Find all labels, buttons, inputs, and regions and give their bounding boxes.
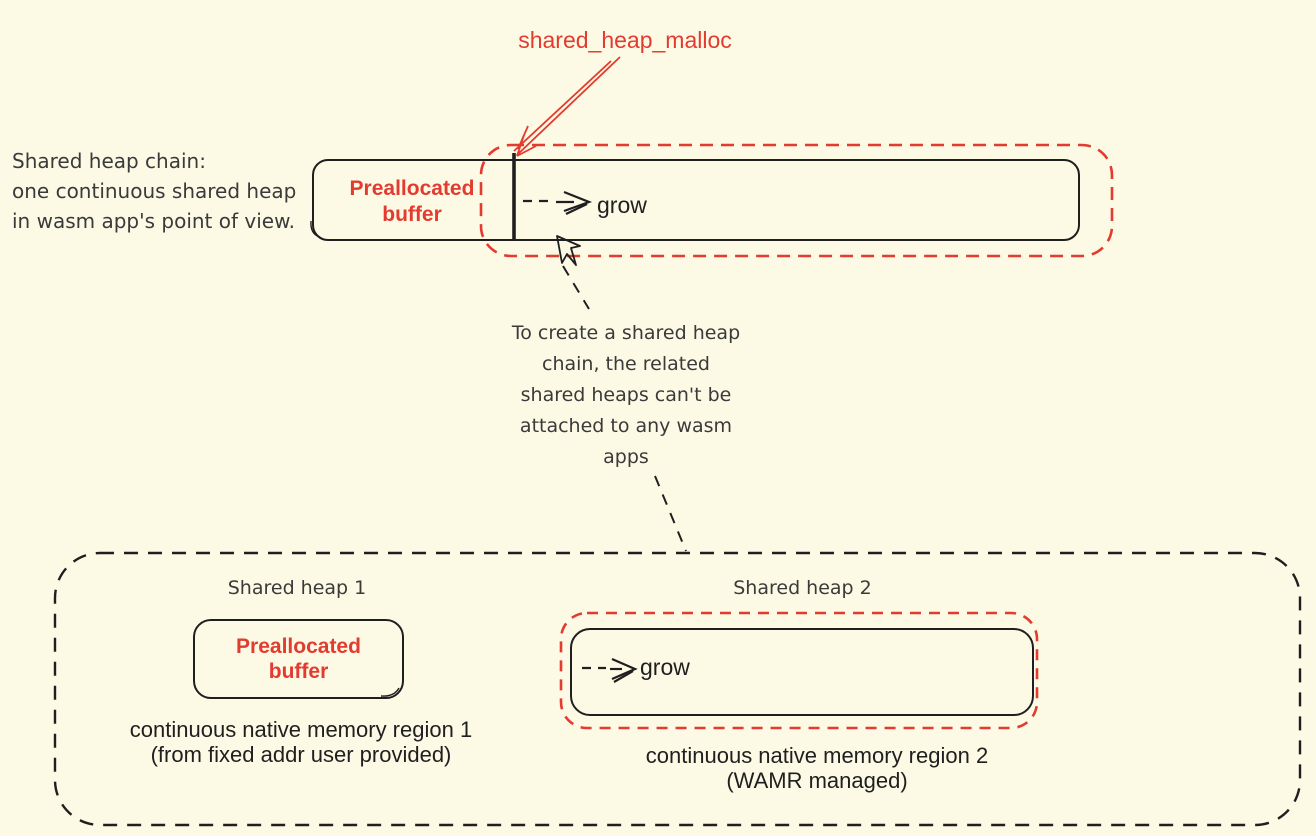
heap1-preallocated-label-line2: buffer xyxy=(268,660,329,683)
note-line5: apps xyxy=(603,446,649,468)
note-text: To create a shared heap chain, the relat… xyxy=(493,318,759,473)
malloc-function-label: shared_heap_malloc xyxy=(518,27,732,53)
grow-label-top: grow xyxy=(597,192,647,218)
note-line2: chain, the related xyxy=(542,353,710,375)
heap1-caption-line1: continuous native memory region 1 xyxy=(129,717,473,742)
note-line4: attached to any wasm xyxy=(519,415,733,437)
heap1-caption: continuous native memory region 1 (from … xyxy=(112,717,490,767)
heap1-preallocated-label-line1: Preallocated xyxy=(236,635,361,658)
malloc-arrow xyxy=(513,56,621,157)
heap2-caption-line2: (WAMR managed) xyxy=(726,768,908,793)
heap2-caption: continuous native memory region 2 (WAMR … xyxy=(628,743,1006,793)
chain-preallocated-label-line1: Preallocated xyxy=(349,177,475,200)
heap1-caption-line2: (from fixed addr user provided) xyxy=(150,742,452,767)
heap1-title: Shared heap 1 xyxy=(227,577,367,599)
note-connector-line-bottom xyxy=(654,475,687,552)
chain-description-line1: Shared heap chain: xyxy=(12,149,206,173)
chain-description-line3: in wasm app's point of view. xyxy=(12,209,295,233)
note-line1: To create a shared heap xyxy=(511,322,741,344)
chain-description-line2: one continuous shared heap xyxy=(12,179,297,203)
chain-preallocated-label-line2: buffer xyxy=(382,203,442,226)
chain-description-text: Shared heap chain: one continuous shared… xyxy=(12,146,342,236)
note-line3: shared heaps can't be xyxy=(520,384,732,406)
grow-label-bottom: grow xyxy=(640,654,690,680)
note-connector-line-top xyxy=(562,265,590,310)
heap1-preallocated-box: Preallocated buffer xyxy=(193,619,404,699)
heap2-caption-line1: continuous native memory region 2 xyxy=(645,743,989,768)
chain-preallocated-label: Preallocated buffer xyxy=(322,176,502,228)
heap2-title: Shared heap 2 xyxy=(733,577,872,599)
